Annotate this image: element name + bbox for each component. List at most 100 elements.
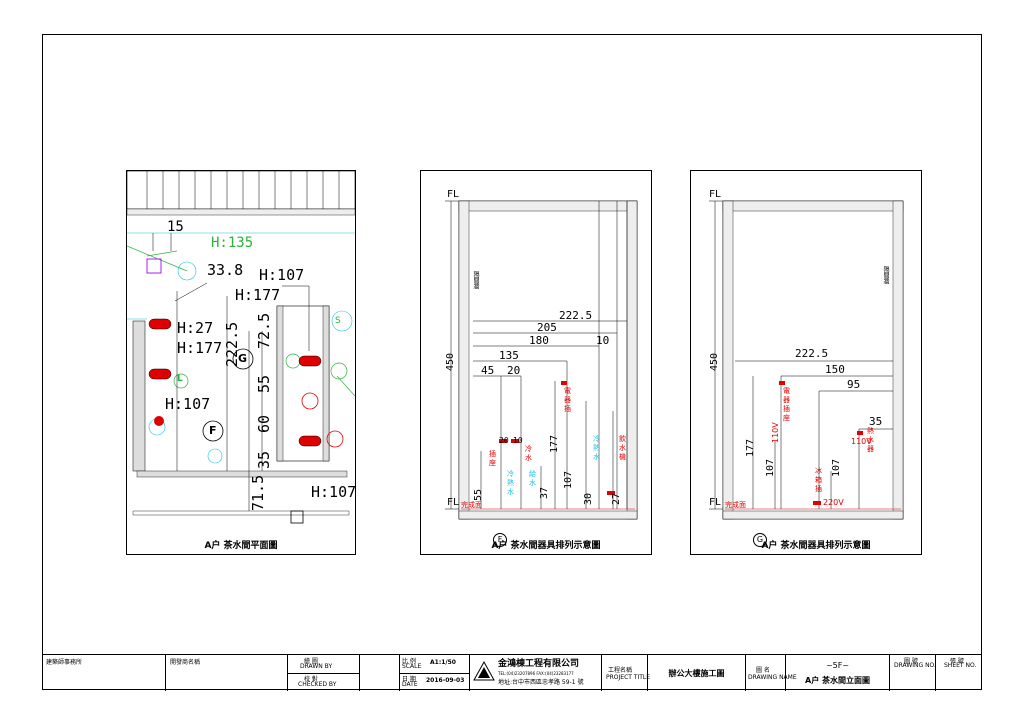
tb-scale-value: A1:1/50: [430, 659, 456, 666]
svg-text:座: 座: [783, 413, 790, 422]
plan-marker-f: F: [209, 424, 217, 437]
svg-text:冷: 冷: [507, 469, 514, 478]
tb-drawn-blank: [360, 655, 400, 691]
tb-drawing-name-1: ~5F~: [825, 661, 850, 670]
elevF-dim-205: 205: [537, 321, 557, 334]
title-block: 建築師事務所 開發商名稱 繪 圖 DRAWN BY 校 對 CHECKED BY…: [42, 654, 982, 691]
elevG-110v-b: 110V: [851, 437, 872, 446]
svg-text:水: 水: [529, 478, 536, 487]
tb-company-tel: TEL:(04)23207896 FAX:(04)23283177: [498, 671, 574, 676]
tb-project-label: 工程名稱 PROJECT TITLE: [602, 655, 651, 691]
elevF-vdim-177: 177: [549, 434, 560, 453]
plan-label-338: 33.8: [207, 261, 244, 279]
svg-text:座: 座: [489, 458, 496, 467]
svg-text:電: 電: [783, 387, 790, 395]
svg-text:熱: 熱: [507, 478, 514, 487]
svg-text:水: 水: [619, 443, 626, 452]
svg-text:插: 插: [783, 404, 790, 413]
svg-text:插: 插: [815, 484, 822, 493]
elevF-vdim-27: 27: [611, 492, 622, 505]
svg-text:飲: 飲: [619, 434, 626, 443]
plan-marker-g: G: [238, 352, 248, 365]
elevF-small-20: 20: [499, 436, 509, 445]
tb-sheet-en: SHEET NO.: [944, 662, 977, 669]
elevF-side-note: 隔間牆: [472, 271, 479, 289]
elevG-vdim-107a: 107: [765, 458, 776, 477]
elevG-dim-95: 95: [847, 378, 861, 391]
tb-company-addr: 地址:台中市西區忠孝路 59-1 號: [498, 679, 584, 686]
plan-label-h177b: H:177: [177, 339, 223, 357]
elevF-vdim-107: 107: [563, 470, 574, 489]
svg-text:箱: 箱: [815, 475, 822, 484]
svg-text:器: 器: [564, 396, 571, 404]
plan-label-h135: H:135: [211, 235, 254, 251]
elevG-fl-bottom: FL: [709, 497, 722, 508]
elevF-dim-2225: 222.5: [559, 309, 593, 322]
plan-label-h107b: H:107: [165, 395, 211, 413]
elevG-fl-top: FL: [709, 189, 722, 200]
drawing-frame: [42, 34, 982, 690]
svg-text:插: 插: [564, 404, 571, 413]
tb-date-value: 2016-09-03: [426, 677, 465, 684]
tb-drawn: 繪 圖 DRAWN BY 校 對 CHECKED BY: [288, 655, 360, 691]
tb-date-en: DATE: [402, 681, 418, 688]
elevG-height: 450: [709, 352, 720, 371]
elevF-dim-20: 20: [507, 364, 521, 377]
tb-project-label-en: PROJECT TITLE: [606, 674, 651, 681]
elevF-section-marker: F: [493, 533, 507, 547]
tb-drawing-label-en: DRAWING NAME: [748, 674, 797, 681]
tb-scale-label: 比 例: [402, 658, 416, 665]
elevG-vdim-107b: 107: [831, 458, 842, 477]
tb-checked-label: 校 對: [304, 676, 318, 683]
elevF-wall-note: 完成面: [461, 501, 482, 509]
svg-text:冷: 冷: [593, 434, 600, 443]
tb-company-name: 金鴻棟工程有限公司: [498, 659, 580, 669]
plan-label-h177a: H:177: [235, 286, 281, 304]
plan-label-h107a: H:107: [259, 266, 305, 284]
tb-scale: 比 例 SCALE A1:1/50 日 期 DATE 2016-09-03: [400, 655, 470, 691]
tb-drawing-no-en: DRAWING NO.: [894, 662, 936, 669]
svg-text:水: 水: [593, 452, 600, 461]
svg-text:熱: 熱: [593, 443, 600, 452]
tb-project-name: 辦公大樓施工圖: [648, 655, 746, 691]
elevF-dim-10: 10: [596, 334, 610, 347]
tb-drawing-name: ~5F~ A户 茶水間立面圖: [786, 655, 890, 691]
plan-title: A户 茶水間平面圖: [204, 541, 278, 551]
svg-text:器: 器: [867, 445, 874, 453]
tb-drawing-name-2: A户 茶水間立面圖: [805, 676, 870, 685]
plan-label-15: 15: [167, 219, 184, 235]
tb-drawn-label: 繪 圖: [304, 658, 318, 665]
elevG-dim-2225: 222.5: [795, 347, 829, 360]
plan-label-55: 55: [255, 374, 273, 393]
svg-text:水: 水: [525, 453, 532, 462]
elevG-110v-a: 110V: [771, 422, 780, 443]
svg-text:水: 水: [507, 487, 514, 496]
elevF-dim-180: 180: [529, 334, 549, 347]
elevF-title: A户 茶水間器具排列示意圖: [491, 541, 601, 551]
tb-project-label-zh: 工程名稱: [608, 667, 633, 674]
elevG-title: A户 茶水間器具排列示意圖: [761, 541, 871, 551]
tb-architect-label: 建築師事務所: [46, 659, 83, 666]
plan-label-h107c: H:107: [311, 483, 357, 501]
elevF-vdim-30: 30: [583, 492, 594, 505]
svg-text:機: 機: [619, 452, 626, 461]
plan-label-h27: H:27: [177, 319, 214, 337]
tb-drawing-label-zh: 圖 名: [756, 667, 770, 674]
elevF-small-10: 10: [513, 436, 523, 445]
svg-text:熱: 熱: [867, 426, 874, 435]
plan-marker-l: L: [177, 374, 183, 384]
elevF-vdim-37: 37: [539, 486, 550, 499]
tb-project-name-text: 辦公大樓施工圖: [668, 669, 725, 678]
plan-marker-s: S: [335, 316, 341, 326]
elevG-vdim-177: 177: [745, 438, 756, 457]
svg-text:電: 電: [564, 387, 571, 395]
tb-sheet: 張 號 SHEET NO.: [936, 655, 982, 691]
elevation-f-drawing: 電器插 飲水機 插座 冷水 冷熱水 冷熱水 給水: [445, 200, 638, 520]
elevF-fl-top: FL: [447, 189, 460, 200]
elevG-220v: 220V: [823, 498, 844, 507]
elevation-g-panel: 電器插座 熱水器 冰箱插 FL FL 450 222.5 150 95 35 1…: [690, 170, 922, 555]
plan-drawing: [127, 171, 355, 524]
plan-label-60: 60: [255, 414, 273, 433]
tb-developer-label: 開發商名稱: [170, 659, 201, 666]
